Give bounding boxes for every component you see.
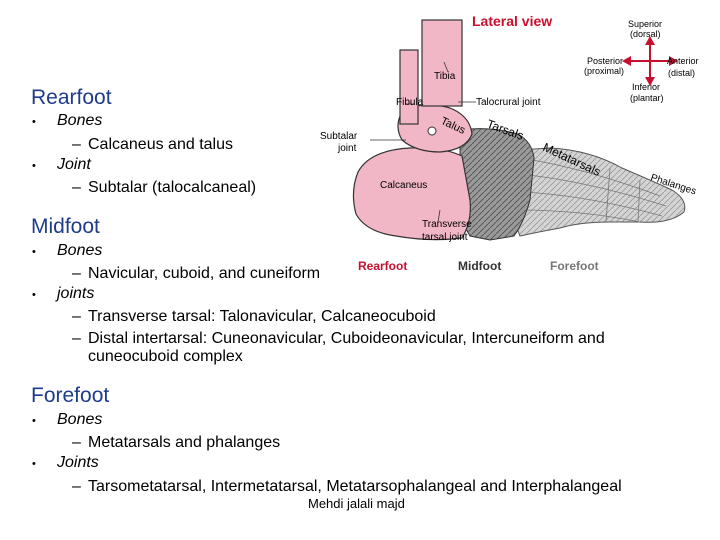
diagram-title: Lateral view (472, 13, 552, 29)
subtalar-joint-label-line2: joint (337, 143, 357, 154)
orientation-compass: Superior (dorsal) Posterior (proximal) A… (584, 19, 699, 103)
bullet-marker: • (32, 246, 36, 258)
superior-sub-label: (dorsal) (630, 29, 661, 39)
tibia-label: Tibia (434, 71, 456, 82)
rearfoot-region-label: Rearfoot (358, 259, 407, 273)
fibula-bone (399, 49, 419, 125)
talocrural-joint-label: Talocrural joint (476, 97, 541, 108)
tibia-bone (421, 19, 463, 107)
transverse-tarsal-joint-label-line2: tarsal joint (422, 232, 468, 243)
bullet-marker: • (32, 160, 36, 172)
rearfoot-joint-item: –Subtalar (talocalcaneal) (72, 179, 257, 196)
midfoot-joints-item-transverse: –Transverse tarsal: Talonavicular, Calca… (72, 308, 436, 325)
midfoot-joints-item-intertarsal: –Distal intertarsal: Cuneonavicular, Cub… (72, 330, 605, 347)
rearfoot-joint-label: Joint (57, 156, 91, 173)
forefoot-heading: Forefoot (31, 384, 110, 407)
calcaneus-bone (352, 147, 471, 241)
forefoot-joints-item: –Tarsometatarsal, Intermetatarsal, Metat… (72, 478, 622, 495)
forefoot-bones (509, 147, 686, 237)
bullet-marker: • (32, 415, 36, 427)
midfoot-bones-item: –Navicular, cuboid, and cuneiform (72, 265, 321, 282)
bullet-marker: • (32, 289, 36, 301)
calcaneus-label: Calcaneus (380, 180, 427, 191)
subtalar-joint-label-line1: Subtalar (320, 131, 358, 142)
transverse-tarsal-joint-label-line1: Transverse (422, 219, 472, 230)
fibula-label: Fibula (396, 97, 424, 108)
anterior-sub-label: (distal) (668, 68, 695, 78)
superior-label: Superior (628, 19, 662, 29)
bullet-marker: • (32, 458, 36, 470)
rearfoot-bones-label: Bones (57, 112, 103, 129)
midfoot-heading: Midfoot (31, 215, 100, 238)
posterior-sub-label: (proximal) (584, 66, 624, 76)
forefoot-region-label: Forefoot (550, 259, 599, 273)
midfoot-region-label: Midfoot (458, 259, 501, 273)
inferior-label: Inferior (632, 82, 660, 92)
rearfoot-bones-item: –Calcaneus and talus (72, 136, 233, 153)
bullet-marker: • (32, 116, 36, 128)
midfoot-joints-item-intertarsal-cont: cuneocuboid complex (88, 348, 243, 365)
forefoot-bones-item: –Metatarsals and phalanges (72, 434, 281, 451)
author-footer: Mehdi jalali majd (308, 496, 405, 511)
midfoot-joints-label: joints (57, 285, 95, 302)
inferior-sub-label: (plantar) (630, 93, 664, 103)
midfoot-bones-label: Bones (57, 242, 103, 259)
forefoot-joints-label: Joints (57, 454, 99, 471)
anterior-label: Anterior (667, 56, 699, 66)
rearfoot-heading: Rearfoot (31, 86, 112, 109)
talus-marker (427, 126, 437, 136)
foot-lateral-view-diagram: Lateral view Superior (dorsal) Posterior… (320, 13, 699, 273)
forefoot-bones-label: Bones (57, 411, 103, 428)
posterior-label: Posterior (587, 56, 623, 66)
